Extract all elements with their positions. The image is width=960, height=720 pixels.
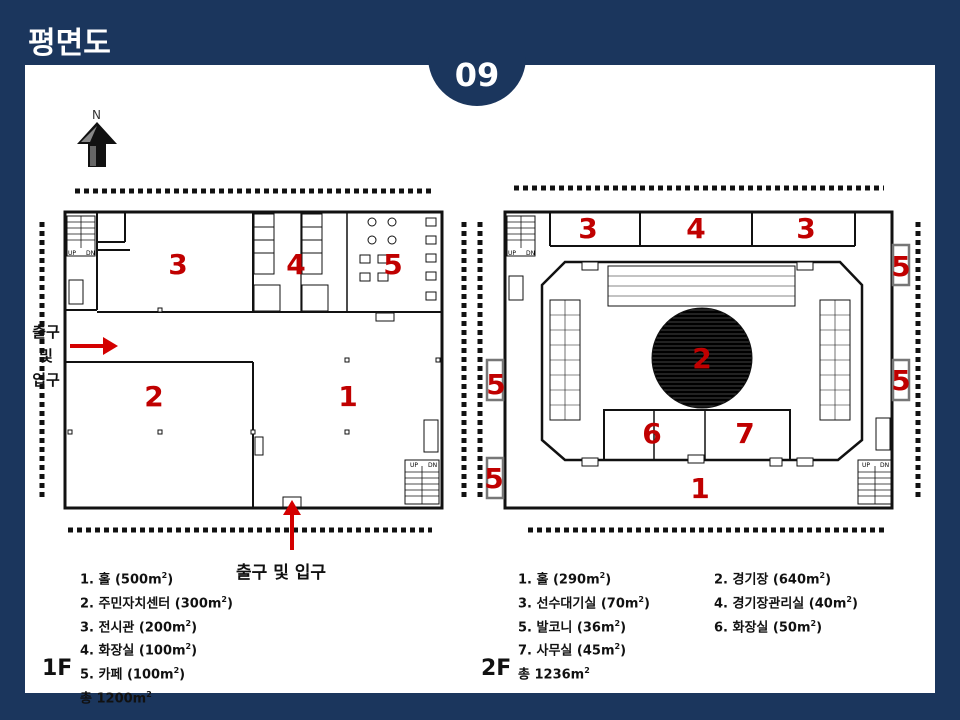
stair-label-up: UP: [68, 250, 77, 257]
legend-item: 1. 홀 (500m2): [80, 571, 174, 588]
floor1-entrance-label: 출구 및 입구: [236, 563, 327, 583]
side-entrance-line: 입구: [32, 371, 60, 389]
legend-item: 2. 경기장 (640m2): [714, 571, 832, 588]
floor2-room-number: 2: [692, 342, 712, 375]
floor2-room-number: 5: [891, 364, 911, 397]
floor2-legend-left: 1. 홀 (290m2) 3. 선수대기실 (70m2) 5. 발코니 (36m…: [518, 566, 650, 685]
legend-item: 4. 경기장관리실 (40m2): [714, 594, 858, 612]
side-entrance-line: 및: [39, 347, 53, 365]
legend-item: 4. 화장실 (100m2): [80, 642, 198, 659]
floor1-entrance-arrows: [70, 337, 301, 550]
stair-label-dn: DN: [428, 462, 438, 469]
floor2-room-number: 5: [891, 250, 911, 283]
floor1-plan: [39, 188, 467, 533]
floor2-room-number: 5: [484, 462, 504, 495]
floor2-tag: 2F: [481, 656, 512, 681]
floor2-room-number: 7: [735, 417, 755, 450]
floor2-room-number: 5: [486, 368, 506, 401]
floor1-side-entrance-label: 출구 및 입구: [26, 320, 66, 392]
floor1-room-number: 3: [168, 248, 188, 281]
floor1-room-number: 1: [338, 380, 358, 413]
floor2-legend-right: 2. 경기장 (640m2) 4. 경기장관리실 (40m2) 6. 화장실 (…: [714, 566, 858, 637]
side-entrance-line: 출구: [32, 323, 60, 341]
floor1-tag: 1F: [42, 656, 73, 681]
legend-item: 총 1200m2: [80, 690, 152, 707]
floor2-room-number: 3: [796, 212, 816, 245]
floor2-room-number: 1: [690, 472, 710, 505]
floor2-room-number: 4: [686, 212, 706, 245]
north-arrow-icon: [77, 122, 117, 167]
page-title: 평면도: [28, 26, 111, 61]
floor1-room-number: 4: [286, 248, 306, 281]
stair-label-dn: DN: [526, 250, 536, 257]
compass-label: N: [92, 108, 101, 122]
stair-label-up: UP: [508, 250, 517, 257]
legend-item: 5. 발코니 (36m2): [518, 618, 627, 635]
stair-label-up: UP: [862, 462, 871, 469]
legend-item: 총 1236m2: [518, 666, 590, 683]
legend-item: 3. 선수대기실 (70m2): [518, 594, 650, 612]
floor1-room-number: 2: [144, 380, 164, 413]
legend-item: 7. 사무실 (45m2): [518, 642, 627, 659]
stair-label-dn: DN: [86, 250, 96, 257]
floor2-room-number: 6: [642, 417, 662, 450]
floor1-room-number: 5: [383, 248, 403, 281]
legend-item: 2. 주민자치센터 (300m2): [80, 594, 233, 612]
floor1-legend: 1. 홀 (500m2) 2. 주민자치센터 (300m2) 3. 전시관 (2…: [80, 566, 233, 709]
floor2-room-number: 3: [578, 212, 598, 245]
stair-label-up: UP: [410, 462, 419, 469]
page-number: 09: [454, 56, 500, 94]
legend-item: 3. 전시관 (200m2): [80, 618, 198, 635]
legend-item: 1. 홀 (290m2): [518, 571, 612, 588]
legend-item: 6. 화장실 (50m2): [714, 618, 823, 635]
floor2-plan: [477, 185, 921, 533]
legend-item: 5. 카페 (100m2): [80, 666, 186, 683]
stair-label-dn: DN: [880, 462, 890, 469]
